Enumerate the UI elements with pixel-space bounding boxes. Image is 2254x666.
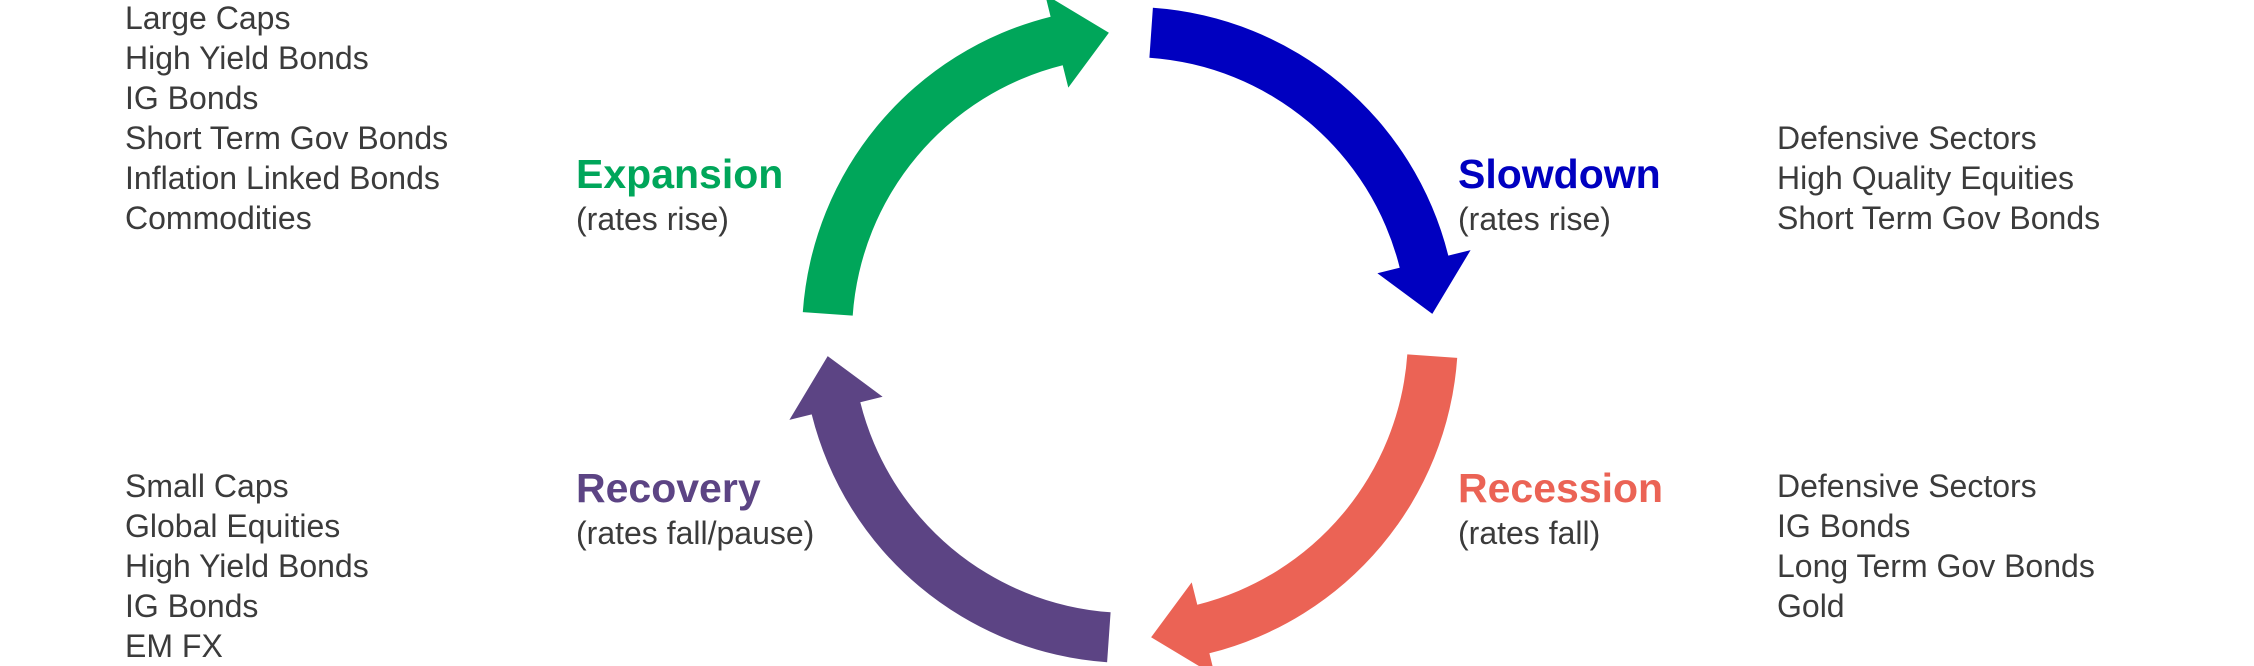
expansion-asset-list: Large Caps High Yield Bonds IG Bonds Sho… — [125, 0, 448, 238]
slowdown-asset-list: Defensive Sectors High Quality Equities … — [1777, 118, 2100, 238]
asset-item: IG Bonds — [1777, 508, 1911, 544]
asset-item: Global Equities — [125, 508, 341, 544]
asset-item: Defensive Sectors — [1777, 468, 2037, 504]
asset-item: IG Bonds — [125, 588, 259, 624]
expansion-title: Expansion — [576, 151, 784, 197]
asset-item: Short Term Gov Bonds — [125, 120, 449, 156]
expansion-rates: (rates rise) — [576, 201, 729, 237]
slowdown-label: Slowdown (rates rise) — [1458, 149, 1661, 239]
recession-asset-list: Defensive Sectors IG Bonds Long Term Gov… — [1777, 466, 2095, 626]
asset-item: Defensive Sectors — [1777, 120, 2037, 156]
slowdown-rates: (rates rise) — [1458, 201, 1611, 237]
asset-item: High Quality Equities — [1777, 160, 2075, 196]
recovery-asset-list: Small Caps Global Equities High Yield Bo… — [125, 466, 369, 666]
expansion-label: Expansion (rates rise) — [576, 149, 783, 239]
recovery-label: Recovery (rates fall/pause) — [576, 463, 814, 553]
asset-item: Large Caps — [125, 0, 291, 36]
asset-item: EM FX — [125, 628, 223, 664]
recession-label: Recession (rates fall) — [1458, 463, 1663, 553]
recession-arrow — [1151, 354, 1458, 666]
asset-item: High Yield Bonds — [125, 40, 369, 76]
recession-title: Recession — [1458, 465, 1664, 511]
asset-item: IG Bonds — [125, 80, 259, 116]
asset-item: Inflation Linked Bonds — [125, 160, 440, 196]
expansion-arrow — [802, 0, 1109, 316]
asset-item: Commodities — [125, 200, 312, 236]
asset-item: High Yield Bonds — [125, 548, 369, 584]
asset-item: Long Term Gov Bonds — [1777, 548, 2095, 584]
asset-item: Small Caps — [125, 468, 289, 504]
slowdown-title: Slowdown — [1458, 151, 1661, 197]
asset-item: Short Term Gov Bonds — [1777, 200, 2101, 236]
recovery-title: Recovery — [576, 465, 761, 511]
recovery-rates: (rates fall/pause) — [576, 515, 815, 551]
recovery-arrow — [789, 356, 1111, 663]
slowdown-arrow — [1149, 7, 1471, 314]
recession-rates: (rates fall) — [1458, 515, 1601, 551]
asset-item: Gold — [1777, 588, 1845, 624]
